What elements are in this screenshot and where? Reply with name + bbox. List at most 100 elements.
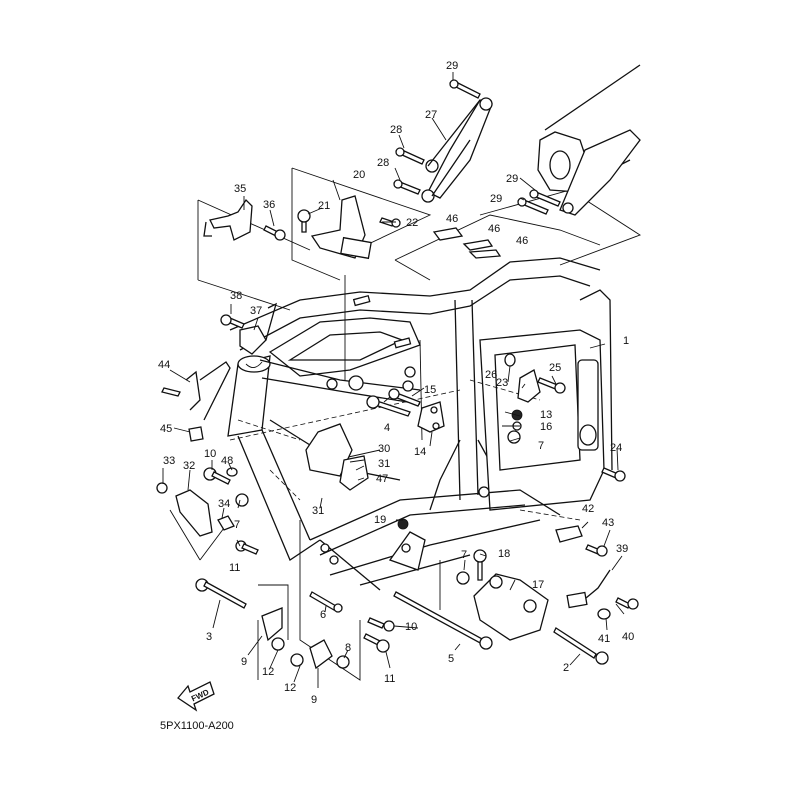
- nut-7-right: [507, 430, 521, 444]
- callout-29-right-a: 29: [506, 173, 518, 185]
- callout-18: 18: [498, 548, 510, 560]
- nut-7-left: [235, 493, 249, 507]
- callout-33: 33: [163, 455, 175, 467]
- callout-29-right-b: 29: [490, 193, 502, 205]
- brackets: [175, 195, 611, 670]
- nut-12-a: [271, 637, 285, 651]
- callout-5: 5: [448, 653, 454, 665]
- callout-19: 19: [374, 514, 386, 526]
- collar-48: [226, 467, 238, 477]
- callout-44: 44: [158, 359, 170, 371]
- callout-8: 8: [345, 642, 351, 654]
- callout-29-top: 29: [446, 60, 458, 72]
- callout-16: 16: [540, 421, 552, 433]
- part-27-brace: [421, 97, 493, 203]
- callout-47: 47: [376, 473, 388, 485]
- callout-24: 24: [610, 442, 622, 454]
- rear-mount-part: [537, 64, 641, 216]
- callout-46-b: 46: [488, 223, 500, 235]
- bolt-44: [161, 387, 181, 397]
- callout-43: 43: [602, 517, 614, 529]
- callout-26: 26: [485, 369, 497, 381]
- callout-11-lower: 11: [384, 673, 395, 685]
- callout-23: 23: [496, 377, 508, 389]
- nut-8: [336, 655, 350, 669]
- bolt-4: [366, 395, 411, 417]
- callout-46-c: 46: [516, 235, 528, 247]
- bolt-43: [585, 544, 608, 557]
- callout-12-left: 12: [262, 666, 274, 678]
- bolts: [156, 79, 639, 669]
- bolt-29-top: [449, 79, 481, 99]
- callout-28-upper: 28: [390, 124, 402, 136]
- callout-10-lower: 10: [405, 621, 417, 633]
- diagram-code: 5PX1100-A200: [160, 720, 234, 732]
- bolt-33: [156, 482, 168, 494]
- callout-13: 13: [540, 409, 552, 421]
- bolt-5-long: [393, 591, 493, 650]
- callout-7-right: 7: [538, 440, 544, 452]
- callout-22: 22: [406, 217, 418, 229]
- collar-6: [309, 591, 343, 613]
- callout-38: 38: [230, 290, 242, 302]
- callout-4: 4: [384, 422, 390, 434]
- leader-lines: [162, 72, 625, 688]
- callout-11-upper: 11: [229, 562, 240, 574]
- callout-37: 37: [250, 305, 262, 317]
- bolt-11-lower: [363, 633, 390, 653]
- callout-15: 15: [424, 384, 436, 396]
- bolt-28-lower: [393, 179, 421, 195]
- callout-39: 39: [616, 543, 628, 555]
- callout-28-lower: 28: [377, 157, 389, 169]
- callout-45: 45: [160, 423, 172, 435]
- callout-3: 3: [206, 631, 212, 643]
- callout-36: 36: [263, 199, 275, 211]
- bolt-3-long: [195, 578, 247, 609]
- callout-9-left: 9: [241, 656, 247, 668]
- callout-12-right: 12: [284, 682, 296, 694]
- callout-31-right: 31: [378, 458, 390, 470]
- main-frame: [227, 257, 613, 591]
- nut-7-lower: [456, 571, 470, 585]
- callout-30: 30: [378, 443, 390, 455]
- bolt-29-right-b: [517, 197, 549, 215]
- bolt-29-right-a: [529, 189, 561, 207]
- callout-48: 48: [221, 455, 233, 467]
- collar-26: [504, 353, 516, 367]
- callout-6: 6: [320, 609, 326, 621]
- bolt-11-upper: [235, 540, 259, 555]
- callout-7-lower: 7: [461, 549, 467, 561]
- bolt-10-lower: [367, 617, 395, 632]
- callout-7-left: 7: [234, 519, 240, 531]
- callout-42: 42: [582, 503, 594, 515]
- callout-27: 27: [425, 109, 437, 121]
- bolt-2-long: [553, 627, 609, 665]
- callout-31-left: 31: [312, 505, 324, 517]
- fwd-arrow-icon: FWD: [177, 681, 215, 712]
- callout-34: 34: [218, 498, 230, 510]
- callout-20: 20: [353, 169, 365, 181]
- callout-10-upper: 10: [204, 448, 216, 460]
- bolt-25: [537, 377, 566, 394]
- bolt-22: [379, 217, 401, 228]
- bolt-21: [297, 209, 311, 233]
- bolt-38: [220, 314, 245, 329]
- callout-32: 32: [183, 460, 195, 472]
- callout-2: 2: [563, 662, 569, 674]
- callout-1: 1: [623, 335, 629, 347]
- nut-19: [397, 518, 409, 530]
- bolt-10-upper: [203, 467, 231, 485]
- bolt-24: [601, 467, 626, 482]
- bolt-40: [615, 597, 639, 610]
- callout-17: 17: [532, 579, 544, 591]
- bolt-36: [263, 225, 286, 241]
- bolt-15: [388, 388, 421, 407]
- callout-labels: 1 2 3 4 5 6 7 7 7 8 9 9 10 10 11 11 12 1…: [158, 60, 634, 706]
- callout-35: 35: [234, 183, 246, 195]
- callout-9-right: 9: [311, 694, 317, 706]
- callout-25: 25: [549, 362, 561, 374]
- callout-40: 40: [622, 631, 634, 643]
- callout-14: 14: [414, 446, 426, 458]
- bolt-18: [473, 549, 487, 581]
